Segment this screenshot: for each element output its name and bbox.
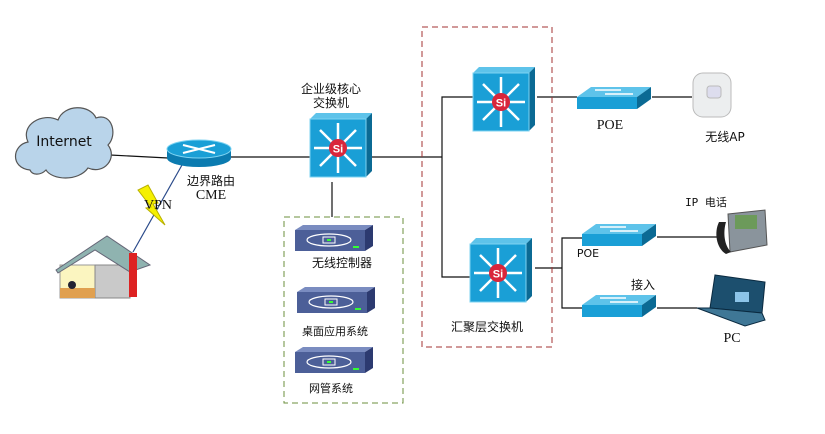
network-management-label: 网管系统 xyxy=(309,381,353,395)
distribution-layer-label: 汇聚层交换机 xyxy=(451,319,523,334)
services-box xyxy=(283,216,404,404)
internet-label: Internet xyxy=(36,134,92,150)
core-switch-label: 企业级核心 xyxy=(301,81,361,96)
access-switch-icon xyxy=(581,294,657,318)
access-label: 接入 xyxy=(631,277,655,292)
distribution-switch-bottom-icon xyxy=(468,236,534,304)
core-switch-icon xyxy=(308,111,374,179)
wireless-controller-label: 无线控制器 xyxy=(312,256,372,270)
core-switch-sublabel: 交换机 xyxy=(313,95,349,110)
desktop-app-system-icon xyxy=(296,286,376,314)
network-management-icon xyxy=(294,346,374,374)
vpn-label: VPN xyxy=(144,198,172,213)
home-office-icon xyxy=(55,235,152,299)
ip-phone-label: IP 电话 xyxy=(685,196,727,209)
internet-cloud-icon xyxy=(14,107,114,179)
desktop-app-system-label: 桌面应用系统 xyxy=(302,324,368,338)
links xyxy=(109,96,717,309)
ip-phone-icon xyxy=(716,209,768,254)
laptop-pc-icon xyxy=(696,274,766,327)
wireless-ap-label: 无线AP xyxy=(705,130,744,144)
router-icon xyxy=(166,139,232,167)
router-label: 边界路由 xyxy=(187,173,235,188)
poe-switch-bottom-icon xyxy=(581,223,657,247)
vpn-lightning-icon xyxy=(137,184,166,226)
wireless-ap-icon xyxy=(692,72,732,118)
distribution-switch-top-icon xyxy=(471,65,537,133)
poe-switch-top-icon xyxy=(576,86,652,110)
wireless-controller-icon xyxy=(294,224,374,252)
poe-top-label: POE xyxy=(597,118,623,133)
distribution-layer-box xyxy=(421,26,553,348)
pc-label: PC xyxy=(723,331,740,346)
poe-bottom-label: POE xyxy=(577,247,599,260)
router-sublabel: CME xyxy=(196,188,226,203)
